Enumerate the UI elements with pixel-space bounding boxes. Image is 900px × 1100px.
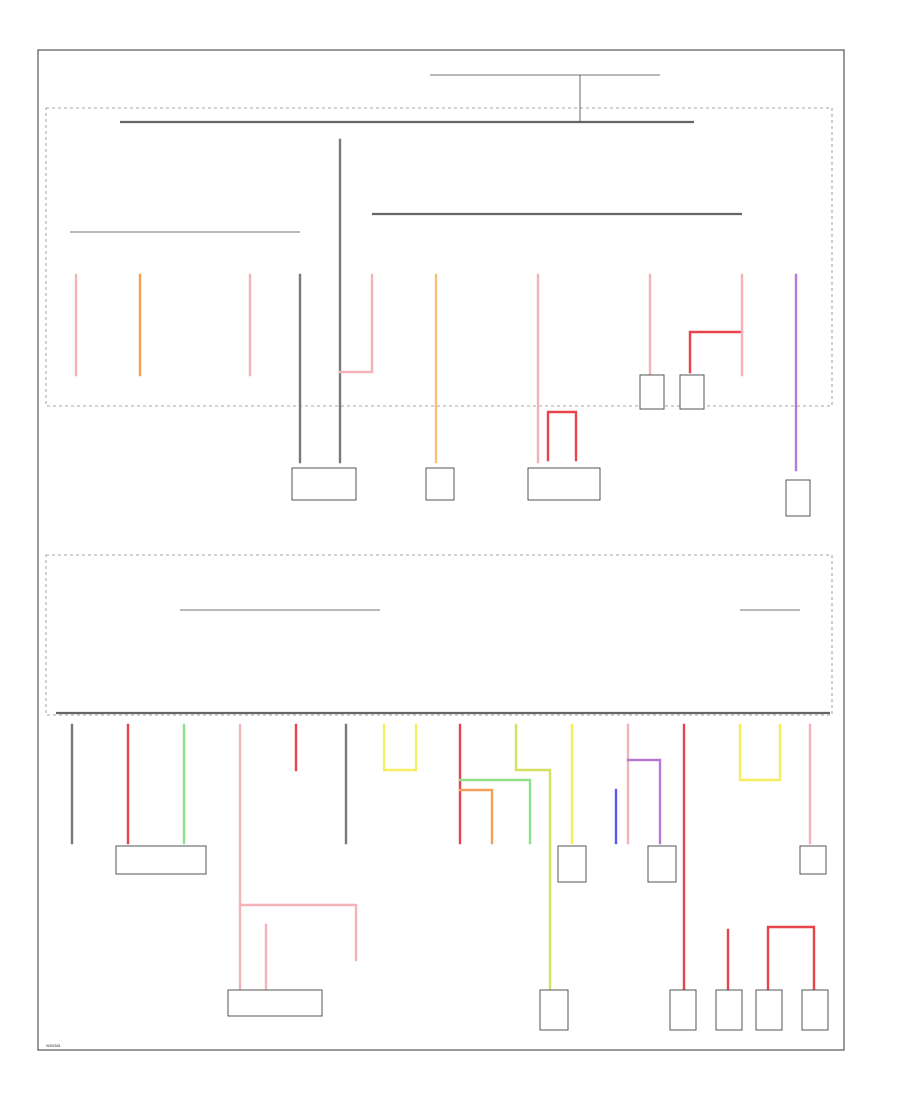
- module-lower-5: [647, 845, 677, 883]
- wire-pink-6: [338, 273, 374, 374]
- wire-yellow-l19: [738, 723, 782, 782]
- module-upper-4: [639, 374, 665, 410]
- page-tag: W00381: [46, 1043, 62, 1048]
- upper-wires: [74, 138, 798, 472]
- lower-wires: [70, 723, 816, 992]
- module-upper-5: [679, 374, 705, 410]
- module-upper-3: [527, 467, 601, 501]
- outer-frame: [37, 49, 845, 1051]
- lower-fuse-box-region: [45, 554, 833, 716]
- components: [115, 374, 829, 1031]
- module-lower-10: [801, 989, 829, 1031]
- module-upper-1: [291, 467, 357, 501]
- module-lower-2: [227, 989, 323, 1017]
- wire-yellow-green-l13: [514, 723, 552, 992]
- wire-purple-l17: [626, 758, 662, 845]
- wire-red-l21: [766, 925, 816, 992]
- wire-red-11: [688, 330, 744, 374]
- module-lower-3: [539, 989, 569, 1031]
- module-upper-6: [785, 479, 811, 517]
- module-lower-1: [115, 845, 207, 875]
- upper-fuse-box-outline: [45, 107, 833, 407]
- module-lower-4: [557, 845, 587, 883]
- lower-fuse-box-outline: [45, 554, 833, 716]
- module-lower-6: [799, 845, 827, 875]
- module-lower-9: [755, 989, 783, 1031]
- module-upper-2: [425, 467, 455, 501]
- upper-fuse-box-region: [45, 74, 833, 407]
- wire-green-l11: [458, 778, 532, 845]
- module-lower-8: [715, 989, 743, 1031]
- wire-yellow-l9: [382, 723, 418, 772]
- module-lower-7: [669, 989, 697, 1031]
- wire-pink-l6: [238, 903, 358, 962]
- wire-orange-l12: [458, 788, 494, 845]
- wire-red-9: [546, 410, 578, 462]
